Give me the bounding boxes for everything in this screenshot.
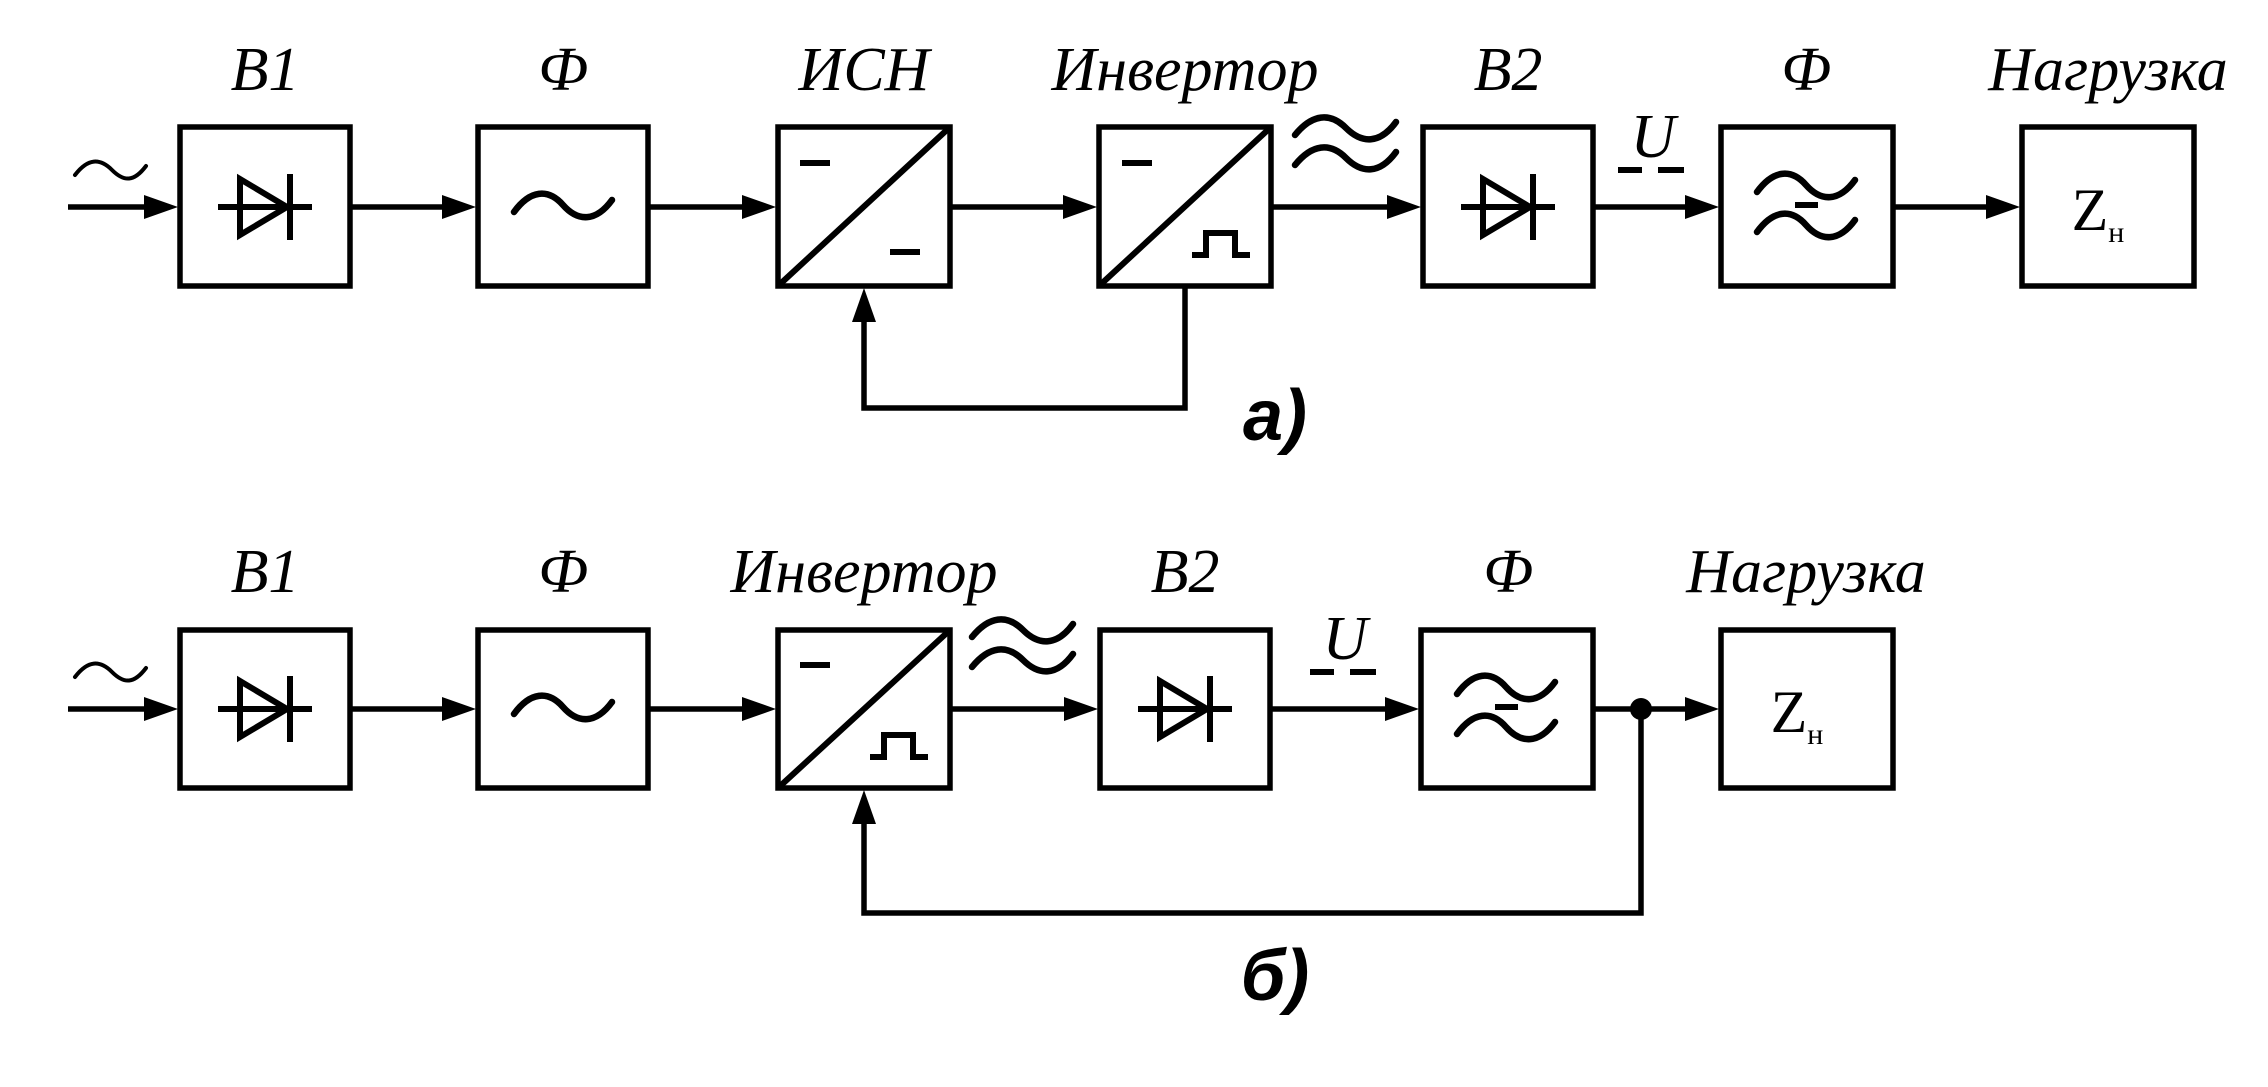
wire-f2-load — [1593, 697, 1719, 721]
wire-b1-f1 — [350, 697, 476, 721]
inverter-block: Инвертор — [730, 538, 998, 791]
rectifier-b2-label: В2 — [1151, 538, 1220, 606]
caption-a: а) — [1243, 376, 1307, 456]
wire-inverter-b2 — [950, 697, 1098, 721]
ac-filter-icon — [510, 692, 616, 723]
wire-f2-load — [1893, 195, 2020, 219]
diode-icon — [1138, 675, 1232, 743]
inverter-block: Инвертор — [1051, 36, 1319, 289]
rectifier-b1-block: В1 — [177, 538, 353, 791]
ac-filter-icon — [1753, 170, 1859, 241]
diode-icon — [218, 173, 312, 241]
rectifier-b2-label: В2 — [1474, 36, 1543, 104]
load-impedance-symbol: Zн — [1771, 679, 1824, 751]
load-label: Нагрузка — [1685, 538, 1926, 606]
rectifier-b2-block: В2 — [1420, 36, 1596, 289]
diagram-a: В1 Ф ИСН — [68, 36, 2228, 456]
caption-b: б) — [1241, 936, 1310, 1016]
filter-2-block: Ф — [1418, 538, 1596, 791]
dc-ac-inverter-icon — [1096, 124, 1274, 289]
wire-b1-f1 — [350, 195, 476, 219]
feedback-loop-b — [852, 709, 1644, 916]
filter-2-label: Ф — [1781, 36, 1831, 104]
filter-1-block: Ф — [475, 538, 651, 791]
dc-voltage-label: U — [1323, 605, 1372, 673]
rectifier-b1-label: В1 — [231, 36, 300, 104]
ac-source-icon — [73, 661, 148, 683]
rectifier-b2-block: В2 — [1097, 538, 1273, 791]
inverter-label: Инвертор — [730, 538, 998, 606]
dc-symbol-icon: U — [1618, 103, 1684, 173]
diode-icon — [1461, 173, 1555, 241]
load-impedance-symbol: Zн — [2072, 177, 2125, 249]
filter-2-block: Ф — [1718, 36, 1896, 289]
diagram-b: В1 Ф Инвертор — [68, 538, 1926, 1016]
rectifier-b1-label: В1 — [231, 538, 300, 606]
feedback-loop-a — [852, 286, 1188, 411]
double-wave-icon — [968, 616, 1077, 675]
wire-b2-f2 — [1270, 697, 1419, 721]
filter-2-label: Ф — [1483, 538, 1533, 606]
wire-f1-isn — [648, 195, 776, 219]
rectifier-b1-block: В1 — [177, 36, 353, 289]
diode-icon — [218, 675, 312, 743]
double-wave-icon — [1291, 114, 1400, 173]
isn-label: ИСН — [798, 36, 933, 104]
inverter-label: Инвертор — [1051, 36, 1319, 104]
ac-filter-icon — [510, 190, 616, 221]
wire-f1-inverter — [648, 697, 776, 721]
ac-filter-icon — [1453, 672, 1559, 743]
dc-ac-inverter-icon — [775, 627, 953, 791]
input-wire — [68, 195, 178, 219]
ac-source-icon — [73, 159, 148, 181]
dc-dc-converter-icon — [775, 124, 953, 289]
load-label: Нагрузка — [1987, 36, 2228, 104]
filter-1-label: Ф — [538, 36, 588, 104]
dc-symbol-icon: U — [1310, 605, 1376, 675]
dc-voltage-label: U — [1631, 103, 1680, 171]
load-block: Нагрузка Zн — [1987, 36, 2228, 289]
filter-1-label: Ф — [538, 538, 588, 606]
filter-1-block: Ф — [475, 36, 651, 289]
input-wire — [68, 697, 178, 721]
isn-block: ИСН — [775, 36, 953, 289]
load-block: Нагрузка Zн — [1685, 538, 1926, 791]
wire-inverter-b2 — [1271, 195, 1421, 219]
wire-isn-inverter — [950, 195, 1097, 219]
wire-b2-f2 — [1593, 195, 1719, 219]
